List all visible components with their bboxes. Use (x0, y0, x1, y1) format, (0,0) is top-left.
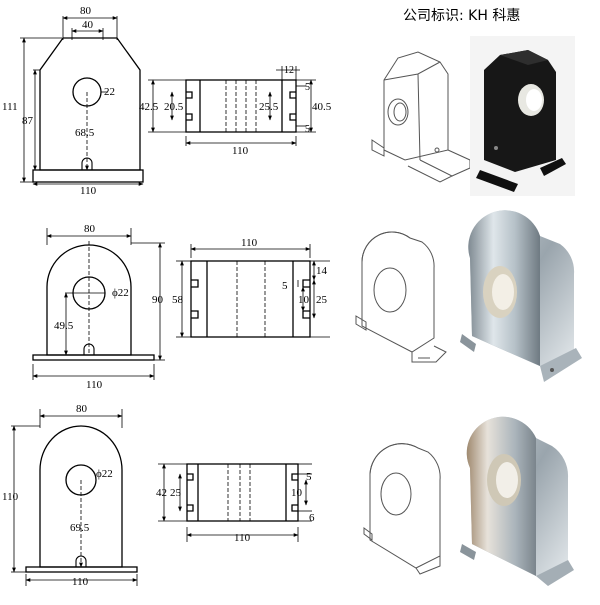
row3-front-hole: ϕ22 (96, 468, 113, 480)
row2-side-c: 10 (298, 294, 310, 306)
row3-side-b: 10 (291, 487, 303, 499)
row1-front-inner: 40 (82, 19, 94, 31)
row2-front-center: 49.5 (54, 320, 74, 332)
row1-side-a: 5 (305, 82, 310, 93)
row2-front-width: 80 (84, 223, 96, 235)
row1-side-body (185, 79, 297, 133)
row1-front-center: 68.5 (75, 127, 95, 139)
row3-iso-drawing (363, 443, 441, 575)
row3-front-outline (39, 425, 123, 568)
row1-side-slot: 25.5 (259, 101, 279, 113)
row3-front-base (25, 566, 138, 573)
row2-iso-drawing (355, 231, 447, 363)
row2-front-view (32, 228, 165, 380)
row1-side-inner: 20.5 (164, 101, 184, 113)
row2-side-view (176, 244, 330, 338)
row3-front-center: 69.5 (70, 522, 90, 534)
row3-side-length: 110 (234, 532, 251, 544)
row1-front-base (32, 169, 144, 183)
row1-front-hole: 22 (104, 86, 115, 98)
row3-front-width: 80 (76, 403, 88, 415)
row1-front-height: 111 (2, 101, 18, 113)
row2-side-b: 5 (282, 280, 288, 292)
row2-side-a: 14 (316, 265, 328, 277)
row1-side-total: 42.5 (139, 101, 159, 113)
row1-side-b: 5 (305, 124, 310, 135)
row1-side-length: 110 (232, 145, 249, 157)
row3-front-base: 110 (72, 576, 89, 588)
row2-side-body (190, 260, 311, 338)
row1-side-view (148, 66, 316, 146)
row2-front-base (32, 354, 155, 361)
row1-product-photo (470, 36, 575, 196)
row2-product-photo (460, 210, 582, 382)
row2-side-length: 110 (241, 237, 258, 249)
row1-side-top: 12 (284, 65, 294, 76)
row2-front-outline (46, 244, 132, 356)
row2-side-d: 25 (316, 294, 328, 306)
row1-side-right: 40.5 (312, 101, 332, 113)
company-label: 公司标识: KH 科惠 (403, 8, 521, 24)
row3-side-c: 6 (309, 512, 315, 524)
row1-front-outline (39, 37, 141, 171)
row1-front-view (20, 16, 144, 186)
row3-product-photo (460, 416, 574, 586)
row1-front-width: 80 (80, 5, 92, 17)
row3-side-view (158, 463, 312, 542)
row3-side-inner: 25 (170, 487, 182, 499)
row2-front-hole: ϕ22 (112, 287, 129, 299)
row2-front-base: 110 (86, 379, 103, 391)
row1-front-base: 110 (80, 185, 97, 197)
row1-iso-drawing (371, 51, 471, 183)
row3-side-a: 5 (306, 471, 312, 483)
row2-side-height: 58 (172, 294, 184, 306)
row2-front-height: 90 (152, 294, 164, 306)
row3-front-view (11, 409, 138, 586)
row3-front-height: 110 (2, 491, 19, 503)
row1-front-body: 87 (22, 115, 34, 127)
row3-side-total: 42 (156, 487, 167, 499)
row3-side-body (186, 463, 299, 522)
